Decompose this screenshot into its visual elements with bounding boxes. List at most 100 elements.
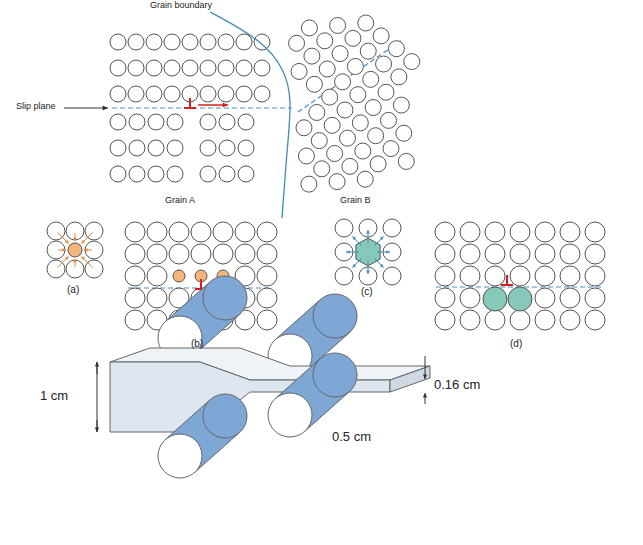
atom <box>125 288 145 308</box>
arrow-head <box>366 270 369 274</box>
arrow-line <box>352 258 361 267</box>
atom <box>317 33 333 49</box>
atom <box>365 100 381 116</box>
small-substitutional-atom <box>68 243 82 257</box>
arrow-head <box>73 259 76 263</box>
atom <box>125 222 145 242</box>
atom <box>373 28 389 44</box>
arrow-head <box>352 264 356 268</box>
atom <box>304 48 320 64</box>
label: Grain A <box>165 196 195 206</box>
atom <box>128 86 144 102</box>
atom <box>485 310 505 330</box>
atom <box>560 288 580 308</box>
atom <box>146 86 162 102</box>
atom <box>309 104 325 120</box>
atom <box>148 166 164 182</box>
atom <box>169 244 189 264</box>
atom <box>110 60 126 76</box>
atom <box>257 266 277 286</box>
atom <box>218 86 234 102</box>
atom <box>129 140 145 156</box>
atom <box>435 244 455 264</box>
atom <box>460 288 480 308</box>
atom <box>167 166 183 182</box>
label: Grain B <box>340 196 371 206</box>
atom <box>257 288 277 308</box>
atom <box>200 140 216 156</box>
atom <box>66 222 84 240</box>
atom <box>485 266 505 286</box>
atom <box>585 288 605 308</box>
grain-boundary-line <box>210 12 290 218</box>
atom <box>368 128 384 144</box>
atom <box>339 130 355 146</box>
atom <box>510 244 530 264</box>
atom <box>110 34 126 50</box>
atom <box>128 34 144 50</box>
atom <box>182 60 198 76</box>
atom <box>47 241 65 259</box>
arrow-line <box>64 108 108 109</box>
atom <box>110 114 126 130</box>
large-atom <box>508 287 532 311</box>
label: 1 cm <box>40 389 68 403</box>
atom <box>383 267 401 285</box>
atom <box>147 288 167 308</box>
atom <box>147 222 167 242</box>
arrow-head <box>423 393 427 398</box>
roller-back <box>313 353 357 397</box>
atom <box>327 145 343 161</box>
roller-end <box>268 393 312 437</box>
atom <box>360 43 376 59</box>
arrow-head <box>423 374 427 379</box>
roller-back <box>313 294 357 338</box>
atom <box>173 270 185 282</box>
label: (d) <box>510 338 522 349</box>
atom <box>460 310 480 330</box>
atom <box>355 143 371 159</box>
atom <box>125 310 145 330</box>
arrow-head <box>95 427 99 432</box>
atom <box>301 176 317 192</box>
atom <box>585 310 605 330</box>
arrow-line <box>374 258 383 267</box>
atom <box>254 60 270 76</box>
atom <box>388 41 404 57</box>
atom <box>393 97 409 113</box>
atom <box>148 140 164 156</box>
arrow-line <box>81 256 92 267</box>
atom <box>460 244 480 264</box>
atom <box>435 222 455 242</box>
atom <box>350 87 366 103</box>
atom <box>335 267 353 285</box>
atom <box>128 60 144 76</box>
atom <box>182 34 198 50</box>
atom <box>510 310 530 330</box>
roller-back <box>203 394 247 438</box>
atom <box>146 60 162 76</box>
label: (c) <box>361 286 373 297</box>
atom <box>585 244 605 264</box>
atom <box>147 266 167 286</box>
atom <box>357 171 373 187</box>
atom <box>342 158 358 174</box>
atom <box>363 71 379 87</box>
label: 0.5 cm <box>332 430 371 444</box>
atom <box>535 310 555 330</box>
atom <box>332 46 348 62</box>
atom <box>398 153 414 169</box>
arrow-line <box>352 236 361 245</box>
arrow-head <box>81 240 85 244</box>
atom <box>311 133 327 149</box>
dislocation-symbol <box>501 275 513 285</box>
atom <box>236 60 252 76</box>
atom <box>460 266 480 286</box>
arrow-head <box>380 236 384 240</box>
atom <box>235 244 255 264</box>
roller-end <box>158 434 202 478</box>
atom <box>200 166 216 182</box>
arrow-head <box>95 362 99 367</box>
slip-plane-line <box>112 107 292 108</box>
atom <box>257 310 277 330</box>
